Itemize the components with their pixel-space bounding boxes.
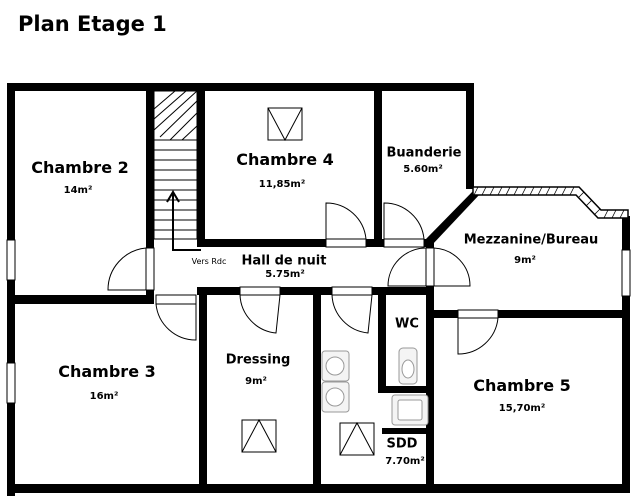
room-name-chambre-4: Chambre 4	[236, 150, 334, 169]
page-title: Plan Etage 1	[18, 12, 167, 36]
room-area-chambre-3: 16m²	[89, 391, 119, 402]
room-name-chambre-2: Chambre 2	[31, 158, 129, 177]
room-area-dressing: 9m²	[245, 376, 267, 387]
room-area-chambre-2: 14m²	[63, 185, 93, 196]
room-name-sdd: SDD	[386, 436, 418, 452]
bay-window-wall	[472, 186, 629, 219]
fixtures	[321, 347, 429, 426]
room-area-chambre-5: 15,70m²	[498, 403, 546, 414]
doors	[107, 202, 499, 355]
staircase	[153, 90, 198, 240]
room-name-buanderie: Buanderie	[386, 145, 462, 161]
room-name-dressing: Dressing	[225, 352, 291, 368]
cupboards	[241, 107, 375, 456]
room-name-wc: WC	[395, 316, 419, 332]
room-area-hall: 5.75m²	[265, 269, 305, 280]
room-area-chambre-4: 11,85m²	[258, 179, 306, 190]
stairs-label: Vers Rdc	[191, 257, 227, 266]
room-area-sdd: 7.70m²	[385, 456, 425, 467]
room-name-chambre-5: Chambre 5	[473, 376, 571, 395]
walls	[7, 83, 630, 496]
windows	[6, 239, 631, 404]
room-area-buanderie: 5.60m²	[403, 164, 443, 175]
room-area-mezzanine: 9m²	[514, 255, 536, 266]
room-name-chambre-3: Chambre 3	[58, 362, 156, 381]
stairs-arrow	[166, 190, 201, 251]
room-name-hall: Hall de nuit	[241, 253, 327, 269]
room-name-mezzanine: Mezzanine/Bureau	[463, 232, 599, 248]
